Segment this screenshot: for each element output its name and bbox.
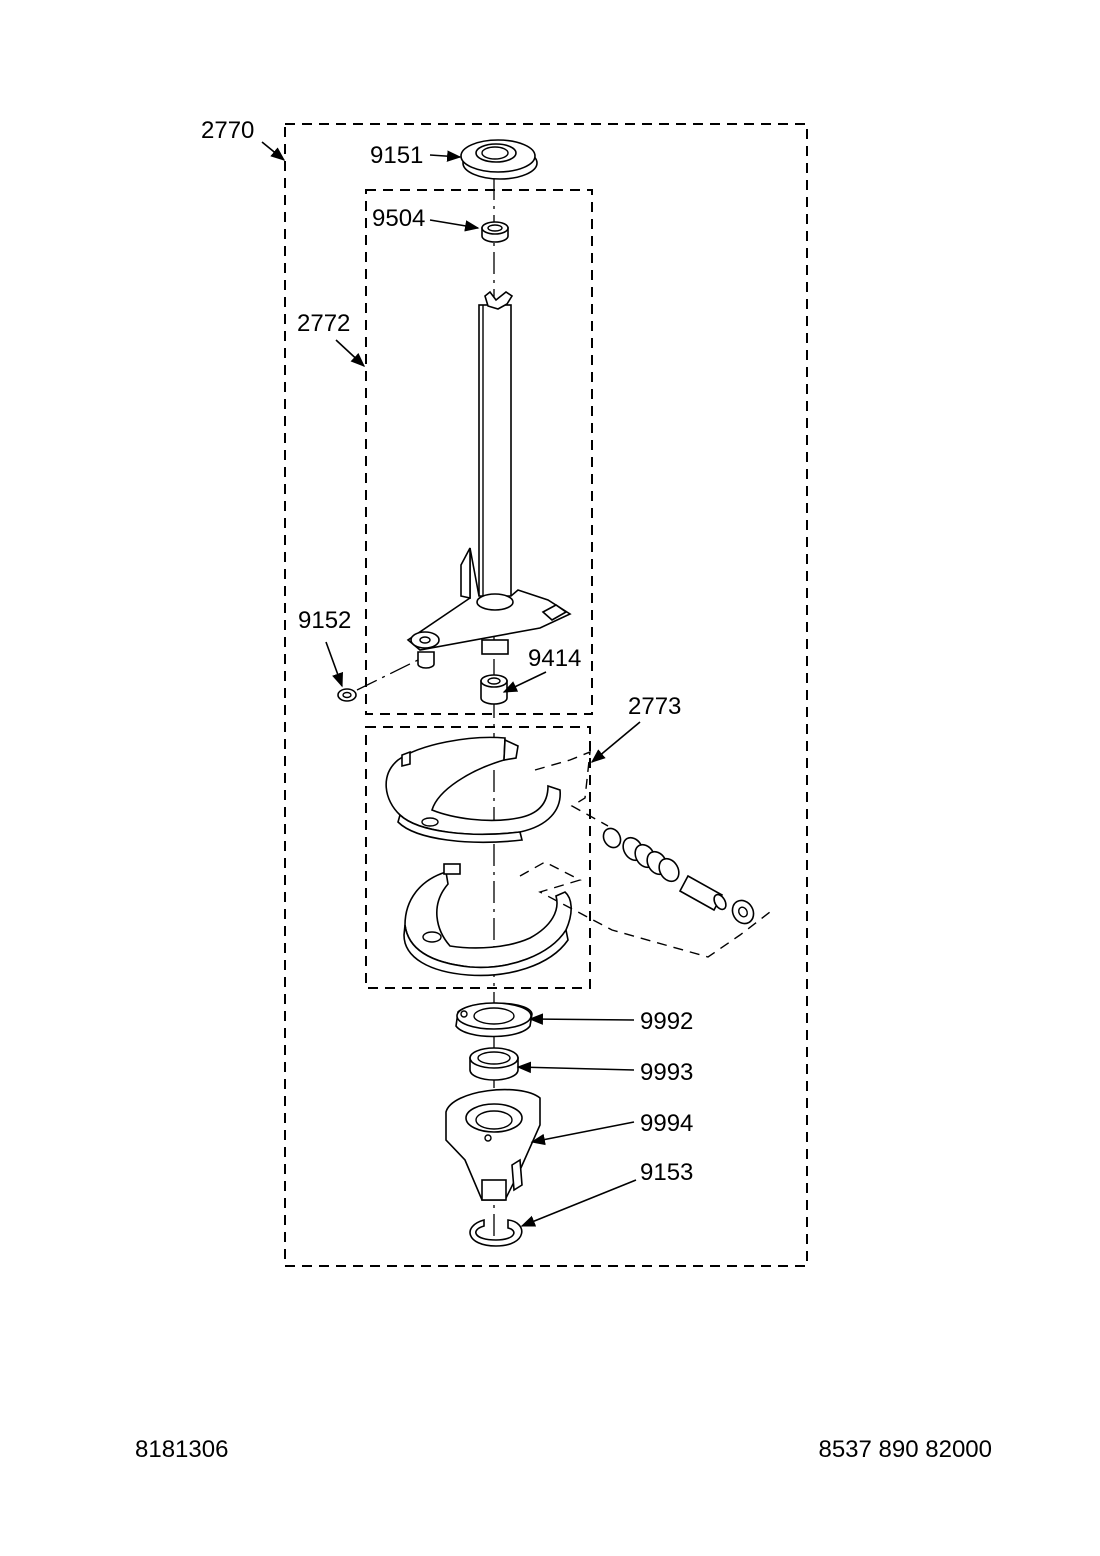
- callout-9153: 9153: [640, 1159, 693, 1186]
- leader-2770: [261, 141, 286, 161]
- callout-2773: 2773: [628, 693, 681, 720]
- callout-9993: 9993: [640, 1059, 693, 1086]
- lever-part: [445, 1088, 541, 1201]
- brake-shoe-upper-part: [385, 736, 561, 844]
- callout-9504: 9504: [372, 205, 425, 232]
- leader-9151: [429, 150, 462, 162]
- cam-part: [455, 1002, 533, 1038]
- leader-9992: [528, 1013, 635, 1025]
- model-code: 8537 890 82000: [818, 1436, 992, 1463]
- callout-9994: 9994: [640, 1110, 693, 1137]
- bearing-part: [481, 221, 509, 243]
- leader-9152: [325, 641, 343, 688]
- document-number: 8181306: [135, 1436, 229, 1463]
- bushing-part: [480, 674, 508, 705]
- shaft-part: [406, 290, 572, 669]
- assembly-2773-boundary: [365, 726, 591, 989]
- callout-9151: 9151: [370, 142, 423, 169]
- retaining-ring-part: [469, 1218, 523, 1247]
- bearing-lower-part: [469, 1047, 519, 1081]
- callout-2772: 2772: [297, 310, 350, 337]
- leader-9153: [520, 1179, 637, 1227]
- clip-part: [337, 659, 419, 702]
- callout-2770: 2770: [201, 117, 254, 144]
- leader-9994: [530, 1121, 635, 1146]
- callout-9152: 9152: [298, 607, 351, 634]
- callout-9992: 9992: [640, 1008, 693, 1035]
- leader-2773: [590, 721, 641, 763]
- leader-9993: [516, 1061, 635, 1074]
- leader-2772: [335, 339, 366, 367]
- assembly-2770-boundary: [284, 123, 808, 1267]
- spring-pin-washer-part: [519, 750, 771, 958]
- brake-shoe-lower-part: [403, 863, 572, 977]
- seal-top-part: [460, 139, 538, 180]
- leader-9414: [502, 671, 547, 693]
- leader-9504: [429, 219, 480, 232]
- callout-9414: 9414: [528, 645, 581, 672]
